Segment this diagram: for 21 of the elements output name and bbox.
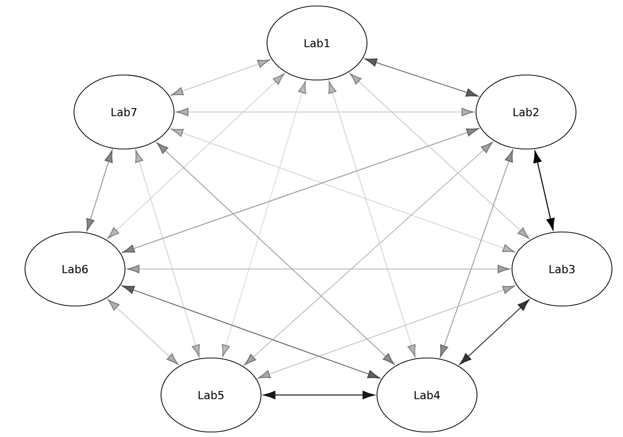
arrow <box>533 150 555 230</box>
arrow <box>127 264 510 274</box>
arrow <box>460 299 530 365</box>
arrow <box>364 58 478 97</box>
arrow <box>171 60 270 96</box>
arrow <box>156 142 394 365</box>
arrow <box>122 128 479 253</box>
arrow <box>328 81 416 357</box>
arrow <box>176 108 474 116</box>
arrow <box>108 73 284 239</box>
arrow <box>171 128 515 252</box>
arrow <box>258 286 515 378</box>
arrow <box>122 286 380 378</box>
arrow <box>263 390 375 400</box>
arrow <box>86 150 113 231</box>
arrow <box>222 81 306 357</box>
arrow <box>244 142 493 366</box>
arrow <box>350 73 530 239</box>
arrow <box>108 299 178 365</box>
arrow <box>135 150 200 357</box>
arrow <box>440 150 514 358</box>
